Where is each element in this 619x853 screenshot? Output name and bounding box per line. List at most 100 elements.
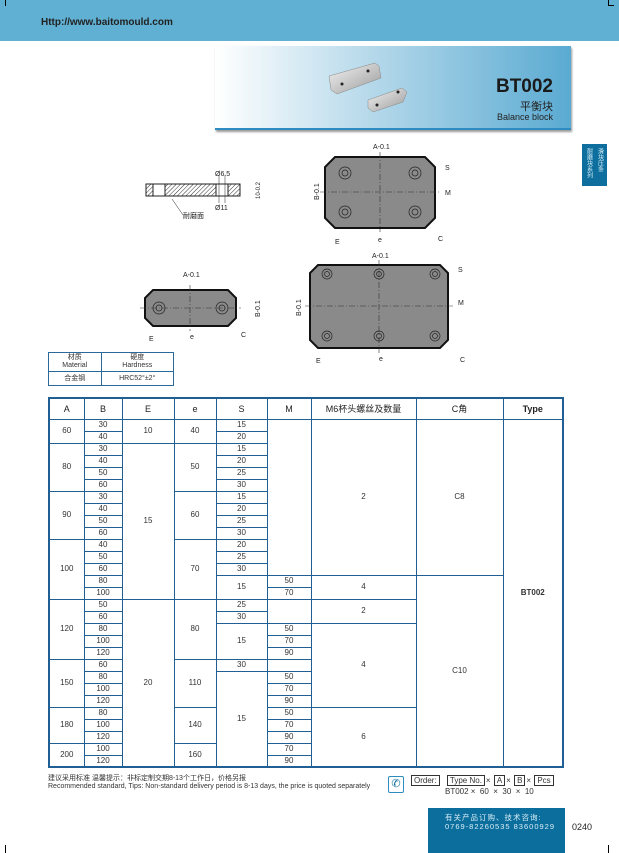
cell-s: 25 — [215, 466, 268, 480]
cell-b: 60 — [83, 562, 123, 576]
crop-mark — [608, 0, 614, 6]
cell-b: 30 — [83, 418, 123, 432]
phone-icon[interactable]: ✆ — [388, 776, 404, 793]
cell-b: 100 — [83, 718, 123, 732]
cell-s: 15 — [215, 622, 268, 660]
cell-a: 150 — [48, 658, 85, 708]
note-en: Recommended standard, Tips: Non-standard… — [48, 783, 371, 790]
cell-s: 30 — [215, 526, 268, 540]
cell-b: 60 — [83, 610, 123, 624]
cell-b: 50 — [83, 466, 123, 480]
plan-view-4-holes: A-0.1 B-0.1 E e S M C — [314, 144, 451, 246]
cell-b: 120 — [83, 694, 123, 708]
cell-a: 60 — [48, 418, 85, 444]
cell-b: 40 — [83, 430, 123, 444]
order-pcs: Pcs — [534, 775, 554, 786]
website-url[interactable]: Http://www.baitomould.com — [41, 17, 173, 28]
thickness-label: 10-0.2 — [256, 181, 262, 199]
cell-e-lower: 70 — [173, 538, 217, 600]
order-type-no: Type No. — [446, 775, 485, 786]
cell-b: 80 — [83, 622, 123, 636]
cell-b: 30 — [83, 490, 123, 504]
crop-mark — [608, 845, 614, 853]
cell-s: 20 — [215, 430, 268, 444]
cell-b: 100 — [83, 742, 123, 756]
col-header-s: S — [215, 397, 268, 420]
cell-e-lower: 140 — [173, 706, 217, 744]
cell-a: 180 — [48, 706, 85, 744]
cell-s: 20 — [215, 454, 268, 468]
cell-screw-count: 4 — [310, 622, 417, 708]
dim-C: C — [438, 236, 443, 243]
cell-m: 90 — [266, 730, 312, 744]
dim-B: B-0.1 — [255, 300, 262, 317]
col-header-type: Type — [502, 397, 564, 420]
cell-s: 30 — [215, 562, 268, 576]
cell-e-upper: 15 — [121, 442, 175, 600]
cell-m: 90 — [266, 694, 312, 708]
cell-e-upper: 20 — [121, 598, 175, 768]
cell-a: 200 — [48, 742, 85, 768]
cell-b: 80 — [83, 706, 123, 720]
category-side-tab[interactable]: 滑块压条 耐磨块系列 — [582, 144, 607, 186]
contact-title: 有关产品订购、技术咨询: — [445, 813, 542, 822]
product-banner: BT002 平衡块 Balance block — [215, 46, 571, 130]
cell-b: 120 — [83, 754, 123, 768]
hardness-value: HRC52°±2° — [100, 371, 174, 386]
cell-b: 50 — [83, 550, 123, 564]
plan-view-2-holes: A-0.1 B-0.1 E e C — [140, 272, 262, 343]
note-cn: 建议采用标准 温馨提示：非标定制交期8-13个工作日，价格另报 — [48, 775, 246, 782]
dim-C: C — [241, 332, 246, 339]
cell-chamfer: C10 — [415, 574, 504, 768]
side-tab-line1: 滑块压条 — [596, 148, 603, 172]
cell-s: 25 — [215, 550, 268, 564]
side-view-drawing: Ø6.5 Ø11 10-0.2 耐磨面 — [145, 171, 262, 220]
crop-mark — [0, 0, 6, 6]
cell-screw-count: 4 — [310, 574, 417, 600]
table-row: 120 90 — [49, 694, 563, 708]
dim-e: e — [379, 356, 383, 363]
material-value: 合金钢 — [48, 371, 102, 386]
dim-S: S — [458, 267, 463, 274]
cell-b: 100 — [83, 586, 123, 600]
cell-m: 90 — [266, 754, 312, 768]
product-name-cn: 平衡块 — [520, 101, 553, 113]
col-header-m: M — [266, 397, 312, 420]
col-header-b: B — [83, 397, 123, 420]
cell-b: 60 — [83, 478, 123, 492]
col-header-chamfer: C角 — [415, 397, 504, 420]
hole-diameter-small: Ø6.5 — [215, 171, 230, 178]
crop-mark — [0, 845, 6, 853]
order-example: BT002 × 60 × 30 × 10 — [445, 787, 534, 796]
cell-s: 20 — [215, 502, 268, 516]
dim-B: B-0.1 — [314, 183, 321, 200]
cell-m — [266, 658, 312, 672]
cell-a: 90 — [48, 490, 85, 540]
cell-s: 25 — [215, 514, 268, 528]
contact-phone[interactable]: 0769-82260535 83600929 — [445, 822, 556, 831]
order-format: Order: Type No.× A× B× Pcs BT002 × 60 × … — [410, 775, 555, 796]
cell-m: 50 — [266, 670, 312, 684]
page-number: 0240 — [572, 822, 593, 832]
hole-diameter-large: Ø11 — [215, 205, 228, 212]
cell-e-lower: 50 — [173, 442, 217, 492]
cell-s: 15 — [215, 418, 268, 432]
header-band: Http://www.baitomould.com — [0, 0, 619, 41]
side-tab-line2: 耐磨块系列 — [585, 148, 592, 178]
cell-m: 90 — [266, 646, 312, 660]
cell-m: 50 — [266, 706, 312, 720]
cell-b: 120 — [83, 646, 123, 660]
cell-e-lower: 40 — [173, 418, 217, 444]
dim-M: M — [458, 300, 464, 307]
cell-s: 30 — [215, 610, 268, 624]
col-header-screw-count: M6杯头螺丝及数量 — [310, 397, 417, 420]
